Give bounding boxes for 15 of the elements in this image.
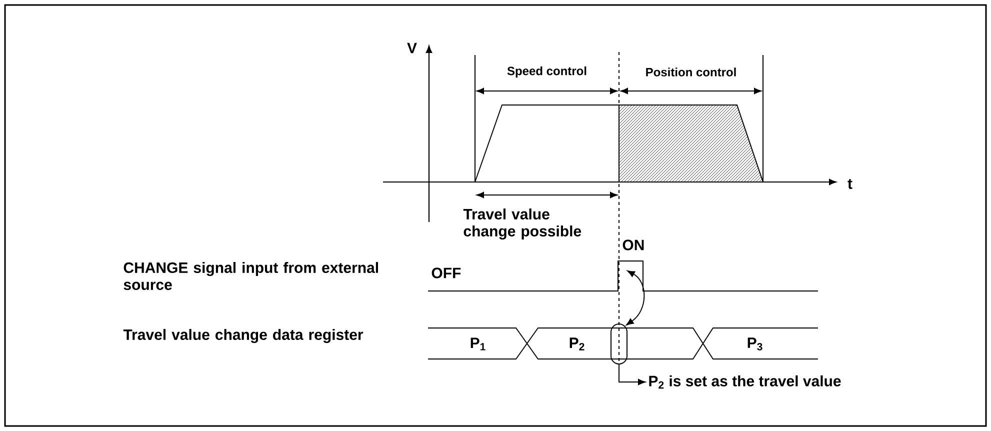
state-label: ON	[622, 240, 644, 250]
region-label: Speed control	[507, 66, 586, 78]
axis-label: V	[407, 42, 417, 54]
data-label: P$_{1}$	[470, 338, 486, 350]
signal-name: Travel value change data register	[123, 328, 364, 344]
state-label: OFF	[432, 268, 461, 278]
data-label: P$_{3}$	[748, 338, 762, 350]
region-label: Position control	[646, 68, 736, 76]
arrow	[618, 364, 646, 386]
arrow	[626, 270, 645, 326]
note-text: Travel value change possible	[463, 208, 582, 240]
signal-name: CHANGE signal input from external source	[124, 262, 378, 290]
note-text: P$_{2}$ is set as the travel value	[649, 375, 841, 389]
data-label: P$_{2}$	[570, 338, 584, 350]
axis-label: t	[848, 179, 852, 189]
